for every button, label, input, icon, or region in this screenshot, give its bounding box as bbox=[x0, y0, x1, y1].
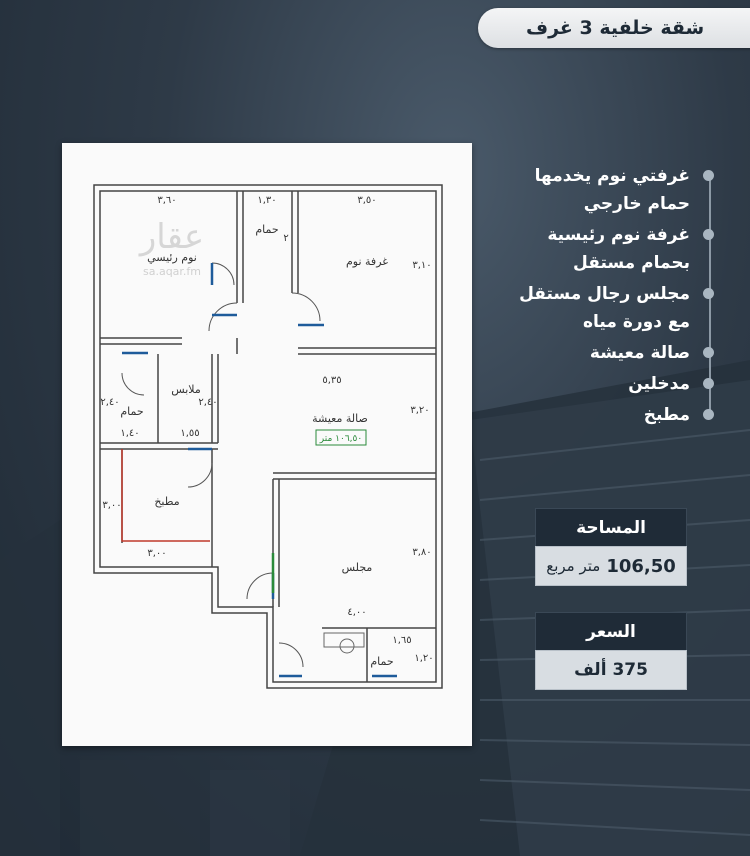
room-label-bath-top: حمام bbox=[255, 223, 278, 236]
room-label-closet: ملابس bbox=[171, 383, 201, 396]
dim-label: ٤,٠٠ bbox=[347, 607, 366, 618]
bullet-icon bbox=[703, 409, 714, 420]
room-label-master-bedroom: نوم رئيسي bbox=[147, 251, 197, 264]
dim-label: ٣,٥٠ bbox=[357, 195, 376, 206]
floor-plan: عقار sa.aqar.fm ٣,٦٠ ١,٣٠ ٣,٥٠ ٣,١٠ ٢ ٥,… bbox=[93, 184, 443, 689]
dim-label: ٣,٢٠ bbox=[410, 405, 429, 416]
feature-text: مدخلين bbox=[628, 374, 690, 394]
dim-label: ١,٦٥ bbox=[392, 635, 411, 646]
feature-item: مدخلين bbox=[482, 370, 714, 398]
dim-label: ٢,٤٠ bbox=[100, 397, 119, 408]
room-label-bath-left: حمام bbox=[120, 405, 143, 418]
dim-label: ٢,٤٠ bbox=[198, 397, 217, 408]
bullet-icon bbox=[703, 288, 714, 299]
title-banner: شقة خلفية 3 غرف bbox=[478, 8, 750, 48]
feature-text: حمام خارجي bbox=[583, 194, 690, 214]
room-label-bedroom: غرفة نوم bbox=[346, 255, 388, 268]
dim-label: ١,٣٠ bbox=[257, 195, 276, 206]
room-label-living: صالة معيشة bbox=[312, 412, 368, 425]
room-label-kitchen: مطبخ bbox=[154, 495, 179, 508]
price-label: السعر bbox=[535, 612, 687, 652]
page-title: شقة خلفية 3 غرف bbox=[526, 17, 705, 39]
feature-text: بحمام مستقل bbox=[573, 253, 690, 273]
bullet-icon bbox=[703, 347, 714, 358]
feature-text: مع دورة مياه bbox=[583, 312, 690, 332]
floor-plan-card: عقار sa.aqar.fm ٣,٦٠ ١,٣٠ ٣,٥٠ ٣,١٠ ٢ ٥,… bbox=[62, 143, 472, 746]
feature-item: صالة معيشة bbox=[482, 339, 714, 367]
feature-text: مجلس رجال مستقل bbox=[519, 284, 690, 304]
dim-label: ١,٥٥ bbox=[180, 428, 199, 439]
bullet-icon bbox=[703, 229, 714, 240]
dim-label: ٣,٦٠ bbox=[157, 195, 176, 206]
dim-label: ٥,٣٥ bbox=[322, 375, 341, 386]
dim-label: ١,٢٠ bbox=[414, 653, 433, 664]
feature-item: غرفتي نوم يخدمها حمام خارجي bbox=[482, 162, 714, 218]
area-unit: متر مربع bbox=[546, 557, 601, 575]
dim-label: ٣,٠٠ bbox=[147, 548, 166, 559]
dim-label: ٢ bbox=[283, 233, 288, 244]
watermark-url: sa.aqar.fm bbox=[143, 265, 201, 278]
feature-text: مطبخ bbox=[643, 405, 690, 425]
living-area-label: ١٠٦,٥٠ متر bbox=[319, 434, 362, 444]
dim-label: ٣,٨٠ bbox=[412, 547, 431, 558]
feature-text: غرفة نوم رئيسية bbox=[547, 225, 690, 245]
room-label-bath-bottom: حمام bbox=[370, 655, 393, 668]
dim-label: ٣,٠٠ bbox=[102, 500, 121, 511]
area-value: 106,50 bbox=[606, 555, 676, 577]
feature-item: مطبخ bbox=[482, 401, 714, 429]
feature-text: غرفتي نوم يخدمها bbox=[534, 166, 690, 186]
room-label-majlis: مجلس bbox=[342, 561, 373, 574]
area-label: المساحة bbox=[535, 508, 687, 548]
dim-label: ٣,١٠ bbox=[412, 260, 431, 271]
area-value-box: 106,50 متر مربع bbox=[535, 546, 687, 586]
dim-label: ١,٤٠ bbox=[120, 428, 139, 439]
feature-item: مجلس رجال مستقل مع دورة مياه bbox=[482, 280, 714, 336]
watermark-logo: عقار bbox=[138, 217, 204, 257]
features-list: غرفتي نوم يخدمها حمام خارجي غرفة نوم رئي… bbox=[482, 162, 714, 432]
feature-item: غرفة نوم رئيسية بحمام مستقل bbox=[482, 221, 714, 277]
bullet-icon bbox=[703, 170, 714, 181]
bullet-icon bbox=[703, 378, 714, 389]
price-value: 375 ألف bbox=[535, 650, 687, 690]
feature-text: صالة معيشة bbox=[589, 343, 690, 363]
